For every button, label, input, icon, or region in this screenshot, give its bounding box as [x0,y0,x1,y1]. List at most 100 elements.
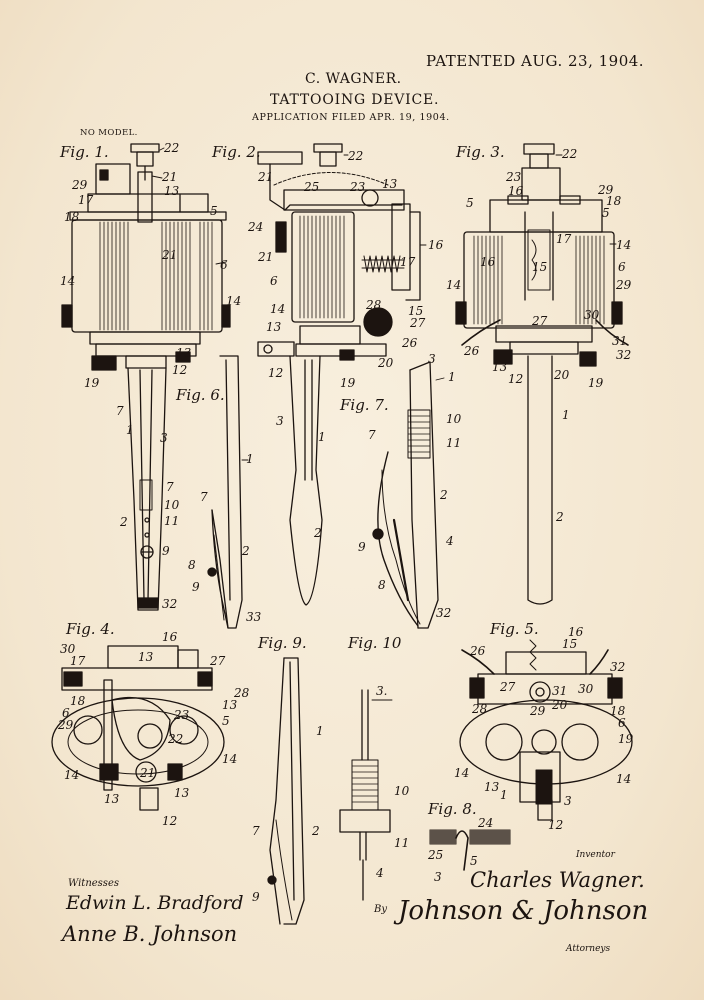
figure-label: Fig. 3. [456,143,505,161]
inventor-signature: Charles Wagner. [470,868,645,892]
ref-numeral: 19 [618,732,634,746]
figure-2-drawing [257,143,421,606]
ref-numeral: 18 [610,704,626,718]
ref-numeral: 1 [500,788,508,802]
ref-numeral: 4 [446,534,454,548]
ref-numeral: 29 [72,178,88,192]
ref-numeral: 31 [612,334,628,348]
ref-numeral: 21 [258,170,274,184]
figure-6-drawing [207,355,243,629]
application-filed: APPLICATION FILED APR. 19, 1904. [252,112,450,123]
ref-numeral: 10 [446,412,462,426]
ref-numeral: 30 [584,308,600,322]
ref-numeral: 14 [226,294,242,308]
patent-date: PATENTED AUG. 23, 1904. [426,52,645,70]
ref-numeral: 20 [552,698,568,712]
figure-10-drawing [339,689,391,901]
ref-numeral: 6 [62,706,70,720]
ref-numeral: 17 [70,654,86,668]
ref-numeral: 28 [472,702,488,716]
figure-4-drawing [51,645,225,811]
ref-numeral: 6 [618,260,626,274]
ref-numeral: 12 [508,372,524,386]
ref-numeral: 16 [568,625,584,639]
ref-numeral: 17 [556,232,572,246]
figure-label: Fig. 8. [428,800,477,818]
ref-numeral: 16 [162,630,178,644]
ref-numeral: 2 [120,515,128,529]
ref-numeral: 9 [252,890,260,904]
ref-numeral: 27 [210,654,226,668]
ref-numeral: 13 [492,360,508,374]
ref-numeral: 16 [428,238,444,252]
ref-numeral: 7 [166,480,174,494]
ref-numeral: 25 [428,848,444,862]
ref-numeral: 5 [470,854,478,868]
ref-numeral: 13 [484,780,500,794]
ref-numeral: 14 [616,772,632,786]
ref-numeral: 22 [164,141,180,155]
ref-numeral: 14 [60,274,76,288]
ref-numeral: 13 [266,320,282,334]
ref-numeral: 15 [562,637,578,651]
ref-numeral: 11 [394,836,410,850]
figure-label: Fig. 2. [212,143,261,161]
witnesses-label: Witnesses [68,878,119,889]
ref-numeral: 31 [552,684,568,698]
ref-numeral: 26 [464,344,480,358]
ref-numeral: 12 [548,818,564,832]
figure-label: Fig. 10 [348,634,402,652]
ref-numeral: 16 [480,255,496,269]
ref-numeral: 18 [64,210,80,224]
ref-numeral: 6 [618,716,626,730]
ref-numeral: 1 [318,430,326,444]
ref-numeral: 14 [64,768,80,782]
ref-numeral: 24 [478,816,494,830]
ref-numeral: 5 [602,206,610,220]
figure-5-drawing [459,639,633,821]
ref-numeral: 18 [70,694,86,708]
figure-7-drawing [372,361,439,629]
ref-numeral: 28 [234,686,250,700]
ref-numeral: 32 [610,660,626,674]
ref-numeral: 13 [382,177,398,191]
ref-numeral: 1 [562,408,570,422]
ref-numeral: 17 [400,255,416,269]
ref-numeral: 7 [200,490,208,504]
ref-numeral: 13 [176,346,192,360]
ref-numeral: 13 [138,650,154,664]
leader-lines [151,147,617,701]
ref-numeral: 27 [410,316,426,330]
figure-label: Fig. 1. [60,143,109,161]
figure-label: Fig. 5. [490,620,539,638]
ref-numeral: 19 [588,376,604,390]
figure-8-drawing [429,829,511,871]
ref-numeral: 3. [376,684,388,698]
ref-numeral: 14 [270,302,286,316]
ref-numeral: 2 [440,488,448,502]
ref-numeral: 9 [162,544,170,558]
ref-numeral: 19 [84,376,100,390]
figure-label: Fig. 4. [66,620,115,638]
ref-numeral: 16 [508,184,524,198]
ref-numeral: 8 [378,578,386,592]
ref-numeral: 18 [606,194,622,208]
ref-numeral: 14 [222,752,238,766]
ref-numeral: 30 [60,642,76,656]
figure-9-drawing [267,657,305,925]
ref-numeral: 13 [174,786,190,800]
patent-title: TATTOOING DEVICE. [270,92,440,108]
figure-label: Fig. 9. [258,634,307,652]
by-label: By [374,904,387,915]
ref-numeral: 20 [554,368,570,382]
attorney-signature: Johnson & Johnson [398,896,649,926]
ref-numeral: 22 [168,732,184,746]
ref-numeral: 5 [466,196,474,210]
ref-numeral: 12 [162,814,178,828]
ref-numeral: 7 [116,404,124,418]
inventor-name: C. WAGNER. [305,71,402,87]
ref-numeral: 33 [246,610,262,624]
figure-3-drawing [455,143,629,605]
ref-numeral: 3 [276,414,284,428]
